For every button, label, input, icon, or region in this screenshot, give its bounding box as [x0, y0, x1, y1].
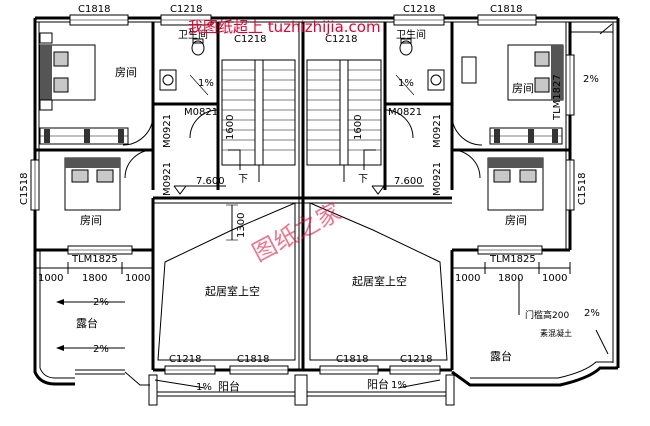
bathroom-label-left: 卫生间 — [178, 28, 208, 41]
side-window-label-right: C1518 — [577, 173, 588, 205]
stair-flight-dim-right: 1600 — [353, 115, 364, 140]
bottom-window-label-2: C1818 — [237, 354, 269, 365]
bottom-window-label-1: C1218 — [169, 354, 201, 365]
sliding-door-label-bottom-left: TLM1825 — [71, 254, 118, 265]
door-swings — [122, 109, 483, 179]
bedroom-furniture — [39, 32, 564, 211]
bathroom-label-right: 卫生间 — [396, 28, 426, 41]
void-label-left: 起居室上空 — [205, 284, 260, 298]
balcony-rail — [148, 374, 455, 406]
terrace-outline — [33, 250, 618, 387]
dim-left-1: 1000 — [38, 273, 63, 284]
stair-flight-dim-left: 1600 — [225, 115, 236, 140]
bathroom-slope-left: 1% — [198, 78, 214, 89]
side-window-marks — [30, 54, 575, 255]
door-label-bedroom-upper-left: M0921 — [162, 114, 173, 148]
stair-window-label-left: C1218 — [234, 34, 266, 45]
terrace-label-right: 露台 — [490, 349, 512, 363]
dim-left-3: 1000 — [125, 273, 150, 284]
door-label-bedroom-lower-right: M0921 — [432, 162, 443, 196]
terrace-slope-right: 2% — [584, 308, 600, 319]
balcony-slope-left: 1% — [196, 382, 212, 393]
window-label-c1218-left: C1218 — [170, 4, 202, 15]
balcony-label-right: 阳台 — [367, 377, 389, 391]
side-window-label-left: C1518 — [19, 173, 30, 205]
dim-right-3: 1000 — [542, 273, 567, 284]
stair-down-label-left: 下 — [238, 174, 248, 185]
bedroom-label-upper-right: 房间 — [512, 82, 534, 95]
bottom-window-label-4: C1218 — [400, 354, 432, 365]
elevation-label-left: 7.600 — [196, 176, 225, 187]
dim-right-1: 1000 — [455, 273, 480, 284]
window-label-c1818-left: C1818 — [78, 4, 110, 15]
elevation-label-right: 7.600 — [394, 176, 423, 187]
balcony-label-left: 阳台 — [218, 379, 240, 393]
void-outline — [157, 202, 448, 361]
watermark-stamp: 图纸之家 — [248, 198, 346, 268]
door-label-bath-right: M0821 — [388, 107, 422, 118]
stair-window-label-right: C1218 — [325, 34, 357, 45]
bathroom-slope-right: 1% — [398, 78, 414, 89]
top-window-marks — [69, 14, 537, 26]
terrace-slope-left-bottom: 2% — [93, 344, 109, 355]
window-label-c1218-right: C1218 — [403, 4, 435, 15]
note-line-2: 素混凝土 — [540, 328, 572, 338]
bedroom-label-lower-left: 房间 — [80, 214, 102, 227]
void-label-right: 起居室上空 — [352, 274, 407, 288]
terrace-slope-left-top: 2% — [93, 297, 109, 308]
bottom-window-marks — [164, 365, 441, 375]
watermark-site-text: 我图纸超上 tuzhizhijia.com — [188, 18, 381, 36]
note-line-1: 门槛高200 — [525, 309, 569, 321]
dim-left-2: 1800 — [82, 273, 107, 284]
window-label-c1818-right: C1818 — [490, 4, 522, 15]
door-label-bath-left: M0821 — [184, 107, 218, 118]
bedroom-label-upper-left: 房间 — [115, 66, 137, 79]
door-label-bedroom-lower-left: M0921 — [162, 162, 173, 196]
sliding-door-label-side: TLM1827 — [552, 74, 563, 121]
door-label-bedroom-upper-right: M0921 — [432, 114, 443, 148]
bathroom-fixtures — [159, 38, 445, 96]
sliding-door-label-bottom-right: TLM1825 — [489, 254, 536, 265]
watermark-stamp-text: 图纸之家 — [248, 198, 346, 268]
balcony-slope-right: 1% — [391, 380, 407, 391]
stair-down-label-right: 下 — [358, 174, 368, 185]
slope-arrows — [56, 23, 613, 355]
terrace-label-left: 露台 — [76, 316, 98, 330]
walls — [33, 16, 620, 372]
bottom-window-label-3: C1818 — [336, 354, 368, 365]
dim-right-2: 1800 — [498, 273, 523, 284]
bedroom-label-lower-right: 房间 — [505, 214, 527, 227]
terrace-corner-slope: 2% — [583, 74, 599, 85]
elevation-marks — [173, 185, 424, 195]
void-dim-label: 1300 — [236, 213, 247, 238]
stairs — [221, 59, 382, 182]
